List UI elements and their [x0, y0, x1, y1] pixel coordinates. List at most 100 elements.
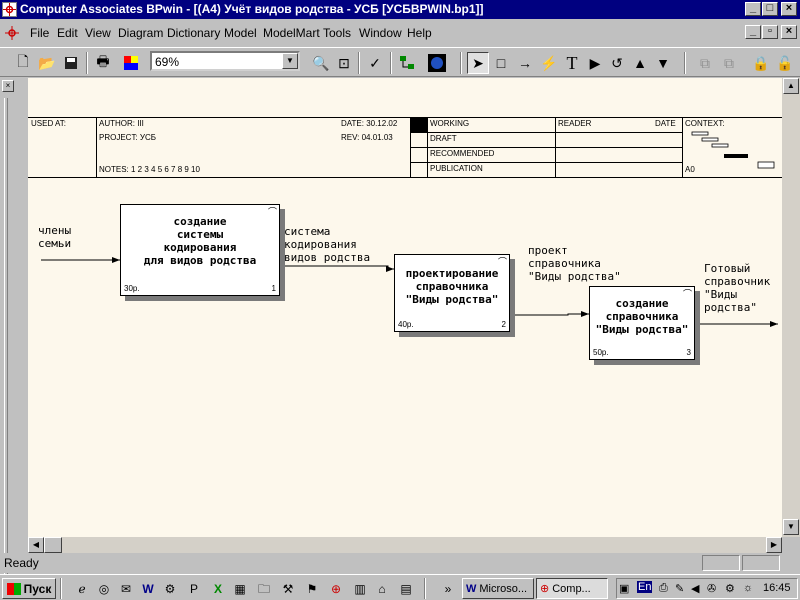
bpwin-icon[interactable]: ⊕	[330, 582, 342, 596]
explorer-icon[interactable]: 🗀	[257, 582, 270, 596]
close-button[interactable]: ×	[781, 2, 797, 16]
bpwin-icon: ⊕	[540, 583, 550, 595]
task-button-word[interactable]: W Microso...	[462, 578, 534, 599]
menu-diagram[interactable]: Diagram	[118, 26, 164, 40]
globe-icon[interactable]	[426, 52, 448, 74]
excel-icon[interactable]: X	[213, 582, 222, 596]
powerpoint-icon[interactable]: P	[189, 582, 198, 596]
squiggle-icon[interactable]: ⚡	[540, 54, 558, 71]
maximize-button[interactable]: □	[762, 2, 778, 16]
menu-bar: File Edit View Diagram Dictionary Model …	[0, 21, 800, 45]
task-button-bpwin[interactable]: ⊕ Comp...	[536, 578, 608, 599]
scheduler-icon[interactable]: ✎	[675, 583, 685, 595]
flow-label-2[interactable]: проект справочника "Виды родства"	[528, 244, 621, 283]
scroll-thumb[interactable]	[44, 537, 62, 553]
input-label[interactable]: члены семьи	[38, 224, 72, 250]
activity-box-1[interactable]: создание системы кодирования для видов р…	[120, 204, 280, 296]
date-label: DATE: 30.12.02	[341, 119, 398, 128]
start-button[interactable]: Пуск	[2, 578, 56, 599]
folder-icon[interactable]: ⌂	[378, 582, 386, 596]
box-title-line: справочника	[605, 310, 679, 323]
menu-modelmart[interactable]: ModelMart	[263, 26, 320, 40]
menu-window[interactable]: Window	[359, 26, 402, 40]
separator	[460, 52, 462, 74]
zoom-select[interactable]: 69% ▼	[150, 51, 300, 71]
word-icon[interactable]: W	[142, 582, 154, 596]
horizontal-scrollbar[interactable]: ◀ ▶	[28, 537, 782, 553]
mail-icon[interactable]: ✉	[120, 582, 132, 596]
play-icon[interactable]: ▶	[589, 54, 601, 71]
arrow-icon[interactable]: →	[518, 55, 532, 71]
toolbar: 🗋 📂 🖶 🔍 ⊡ ✓ ➤ □ → ⚡ T ▶ ↺ ▲ ▼ ⧉ ⧉ 🔒 🔓	[0, 47, 800, 77]
volume-icon[interactable]: ◀	[691, 583, 700, 595]
box-title-line: создание	[615, 297, 669, 310]
close-icon[interactable]: ×	[2, 80, 14, 92]
language-indicator[interactable]: En	[637, 581, 653, 593]
flow-label-1[interactable]: система кодирования видов родства	[284, 225, 371, 264]
menu-model[interactable]: Model	[224, 26, 257, 40]
spell-icon[interactable]: ✓	[369, 54, 381, 71]
new-icon[interactable]: 🗋	[17, 53, 29, 69]
tools-icon[interactable]: ⚒	[282, 582, 294, 596]
network-icon[interactable]: ⚑	[306, 582, 318, 596]
ie-icon[interactable]: ℯ	[78, 582, 86, 596]
frame-line	[410, 162, 682, 163]
menu-dictionary[interactable]: Dictionary	[167, 26, 221, 40]
binder-icon[interactable]: ▤	[400, 582, 412, 596]
menu-help[interactable]: Help	[407, 26, 432, 40]
tray-icon[interactable]: ▣	[619, 583, 630, 595]
activity-box-2[interactable]: проектирование справочника "Виды родства…	[394, 254, 510, 332]
activity-box-3[interactable]: создание справочника "Виды родства" 50р.…	[589, 286, 695, 360]
outlook-icon[interactable]: ◎	[98, 582, 110, 596]
up-icon[interactable]: ▲	[633, 55, 647, 71]
scroll-down-icon[interactable]: ▼	[783, 519, 799, 535]
menu-edit[interactable]: Edit	[57, 26, 78, 40]
clock[interactable]: 16:45	[763, 582, 791, 594]
attachment-icon: ⌒	[682, 289, 692, 299]
more-icon[interactable]: »	[444, 582, 452, 596]
app-quick-icon[interactable]: ⚙	[164, 582, 176, 596]
doc-restore-button[interactable]: ▫	[762, 25, 778, 39]
status-pane	[742, 555, 780, 571]
word-icon: W	[466, 582, 477, 595]
antivirus-icon[interactable]: ✇	[707, 583, 717, 595]
network-tray-icon[interactable]: ⚙	[725, 583, 735, 595]
box-title-line: справочника	[415, 280, 489, 293]
document-icon[interactable]	[3, 25, 21, 41]
save-icon[interactable]	[60, 52, 82, 74]
vertical-scrollbar[interactable]: ▲ ▼	[782, 78, 800, 537]
scroll-up-icon[interactable]: ▲	[783, 78, 799, 94]
output-label[interactable]: Готовый справочник "Виды родства"	[704, 262, 771, 314]
minimize-button[interactable]: _	[745, 2, 761, 16]
doc-minimize-button[interactable]: _	[745, 25, 761, 39]
tree-icon[interactable]	[396, 52, 418, 74]
open-icon[interactable]: 📂	[38, 54, 56, 71]
menu-view[interactable]: View	[85, 26, 111, 40]
flow-arrow-2	[510, 311, 589, 317]
chevron-down-icon[interactable]: ▼	[282, 53, 298, 69]
scroll-right-icon[interactable]: ▶	[766, 537, 782, 553]
diagram-canvas[interactable]: USED AT: AUTHOR: III PROJECT: УСБ NOTES:…	[28, 78, 782, 537]
pointer-icon[interactable]: ➤	[467, 52, 489, 74]
box-cost: 30р.	[124, 284, 140, 293]
panel-splitter[interactable]	[4, 98, 8, 598]
menu-tools[interactable]: Tools	[323, 26, 352, 40]
box-icon[interactable]: □	[496, 55, 506, 71]
windows-logo-icon	[6, 582, 21, 595]
undo-icon[interactable]: ↺	[611, 54, 623, 71]
printer-icon[interactable]: ⎙	[659, 582, 668, 594]
app-icon[interactable]	[2, 2, 17, 17]
scroll-left-icon[interactable]: ◀	[28, 537, 44, 553]
tray-icon[interactable]: ☼	[743, 582, 754, 594]
chart-icon[interactable]: ▥	[354, 582, 366, 596]
color-icon[interactable]	[120, 52, 142, 74]
zoom-in-icon[interactable]: 🔍	[312, 54, 330, 71]
access-icon[interactable]: ▦	[234, 582, 246, 596]
down-icon[interactable]: ▼	[656, 55, 670, 71]
frame-line	[96, 117, 97, 177]
text-icon[interactable]: T	[566, 52, 578, 73]
menu-file[interactable]: File	[30, 26, 50, 40]
doc-close-button[interactable]: ×	[781, 25, 797, 39]
zoom-out-icon[interactable]: ⊡	[338, 54, 350, 71]
print-icon[interactable]: 🖶	[96, 53, 110, 69]
